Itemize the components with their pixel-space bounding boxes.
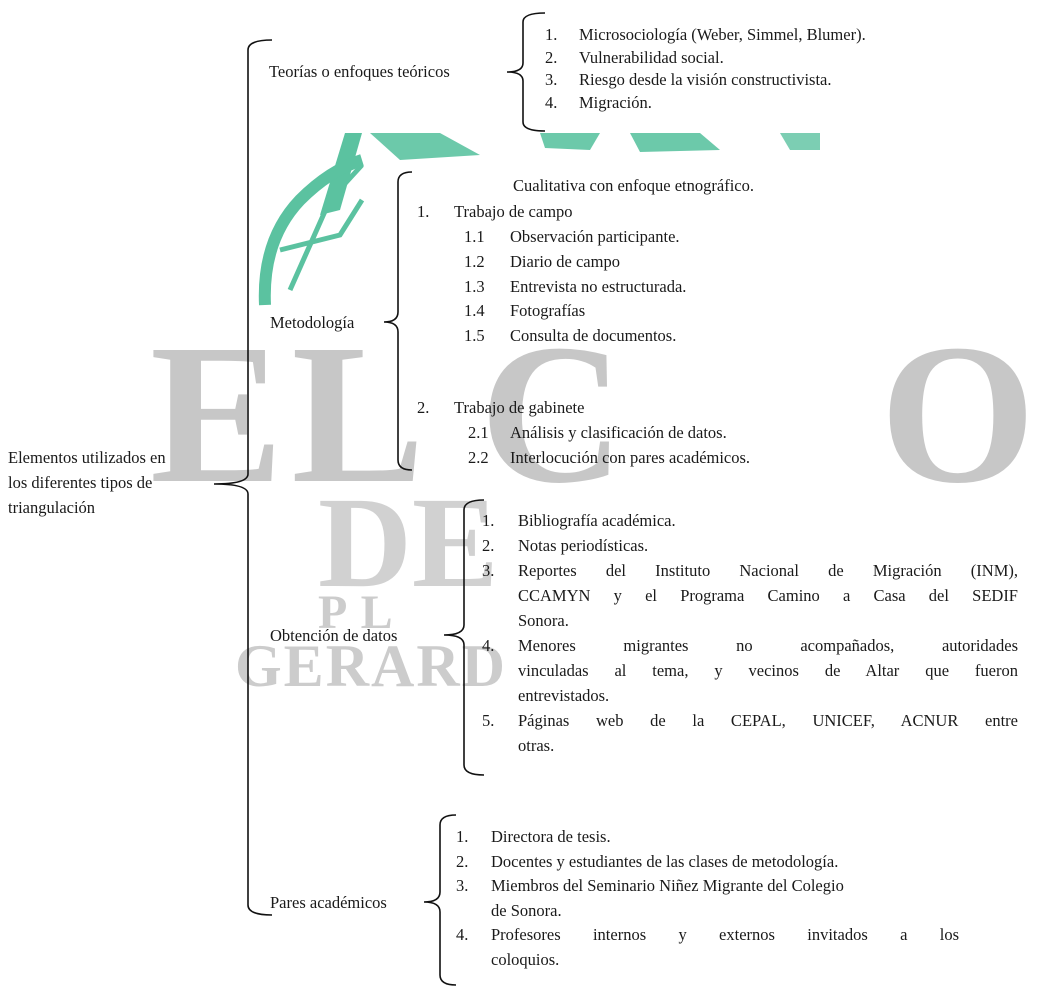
item-text: Diario de campo bbox=[510, 251, 620, 271]
root-bracket bbox=[213, 39, 273, 916]
metodologia-header: Cualitativa con enfoque etnográfico. bbox=[513, 176, 754, 195]
list-item: 4. Migración. bbox=[545, 92, 1025, 115]
list-item: 1.3 Entrevista no estructurada. bbox=[464, 276, 864, 301]
item-text: Microsociología (Weber, Simmel, Blumer). bbox=[579, 25, 866, 44]
item-text-line: Reportes del Instituto Nacional de Migra… bbox=[518, 561, 1018, 580]
watermark-logo-arc bbox=[258, 133, 820, 306]
list-item: 4. Menores migrantes no acompañados, aut… bbox=[482, 635, 1024, 710]
list-item: 3. Miembros del Seminario Niñez Migrante… bbox=[456, 875, 956, 924]
list-item: 2. Docentes y estudiantes de las clases d… bbox=[456, 851, 956, 876]
list-item: 1.1 Observación participante. bbox=[464, 226, 864, 251]
item-text-line: Menores migrantes no acompañados, autori… bbox=[518, 636, 1018, 655]
item-text-line: entrevistados. bbox=[518, 686, 610, 705]
root-label-line-1: Elementos utilizados en bbox=[8, 448, 166, 467]
gabinete-list: 2.1 Análisis y clasificación de datos. 2.… bbox=[468, 422, 868, 471]
teorias-list: 1. Microsociología (Weber, Simmel, Blumer… bbox=[545, 24, 1025, 114]
list-item: 4. Profesores internos y externos invita… bbox=[456, 924, 959, 973]
metodologia-label: Metodología bbox=[270, 313, 355, 332]
teorias-label: Teorías o enfoques teóricos bbox=[269, 62, 450, 81]
item-text-line: otras. bbox=[518, 736, 555, 755]
item-number: 3. bbox=[456, 876, 469, 895]
item-text-line: Profesores internos y externos invitados… bbox=[491, 925, 959, 944]
gabinete-number: 2. bbox=[417, 398, 430, 417]
item-text-line: Miembros del Seminario Niñez Migrante de… bbox=[491, 876, 844, 895]
list-item: 1.4 Fotografías bbox=[464, 300, 864, 325]
obtencion-bracket bbox=[443, 499, 485, 776]
campo-list: 1.1 Observación participante. 1.2 Diario d… bbox=[464, 226, 864, 350]
list-item: 1. Bibliografía académica. bbox=[482, 510, 1024, 535]
item-text-line: Sonora. bbox=[518, 611, 569, 630]
metodologia-bracket bbox=[383, 171, 413, 471]
item-number: 5. bbox=[482, 711, 495, 730]
item-number: 1. bbox=[456, 827, 469, 846]
list-item: 2.2 Interlocución con pares académicos. bbox=[468, 447, 868, 472]
pares-bracket bbox=[423, 814, 457, 986]
item-text: Interlocución con pares académicos. bbox=[510, 447, 751, 467]
gabinete-label: Trabajo de gabinete bbox=[454, 398, 585, 417]
item-number: 3. bbox=[482, 561, 495, 580]
item-text-line: vinculadas al tema, y vecinos de Altar q… bbox=[518, 661, 1018, 680]
item-text: Consulta de documentos. bbox=[510, 326, 677, 346]
item-text: Vulnerabilidad social. bbox=[579, 47, 724, 67]
item-number: 1. bbox=[482, 511, 495, 530]
item-number: 1.1 bbox=[464, 227, 485, 246]
item-text: Bibliografía académica. bbox=[518, 511, 676, 530]
list-item: 3. Reportes del Instituto Nacional de Mi… bbox=[482, 560, 1024, 635]
item-text-line: CCAMYN y el Programa Camino a Casa del S… bbox=[518, 586, 1018, 605]
list-item: 3. Riesgo desde la visión constructivista… bbox=[545, 69, 1025, 92]
item-number: 2.1 bbox=[468, 423, 489, 442]
item-number: 2. bbox=[456, 851, 469, 871]
item-number: 4. bbox=[482, 636, 495, 655]
item-number: 2. bbox=[482, 536, 495, 555]
item-text: Docentes y estudiantes de las clases de … bbox=[491, 851, 839, 871]
item-number: 1. bbox=[545, 25, 558, 44]
list-item: 1. Directora de tesis. bbox=[456, 826, 956, 851]
item-text: Notas periodísticas. bbox=[518, 536, 649, 555]
item-text: Riesgo desde la visión constructivista. bbox=[579, 70, 832, 89]
item-number: 1.3 bbox=[464, 276, 485, 296]
item-number: 4. bbox=[456, 925, 469, 944]
item-number: 1.2 bbox=[464, 251, 485, 271]
item-number: 1.4 bbox=[464, 301, 485, 321]
list-item: 1. Microsociología (Weber, Simmel, Blumer… bbox=[545, 24, 1025, 47]
item-text-line: de Sonora. bbox=[491, 900, 562, 920]
list-item: 1.2 Diario de campo bbox=[464, 251, 864, 276]
item-text-line: Páginas web de la CEPAL, UNICEF, ACNUR e… bbox=[518, 711, 1018, 730]
list-item: 2. Notas periodísticas. bbox=[482, 535, 1024, 560]
pares-label: Pares académicos bbox=[270, 893, 387, 912]
item-text: Directora de tesis. bbox=[491, 827, 611, 846]
item-number: 1.5 bbox=[464, 326, 485, 346]
campo-label: Trabajo de campo bbox=[454, 202, 573, 221]
item-text: Análisis y clasificación de datos. bbox=[510, 423, 727, 442]
pares-list: 1. Directora de tesis. 2. Docentes y estud… bbox=[456, 826, 959, 973]
item-text: Migración. bbox=[579, 92, 652, 112]
item-number: 2.2 bbox=[468, 447, 489, 467]
obtencion-label: Obtención de datos bbox=[270, 626, 398, 645]
list-item: 1.5 Consulta de documentos. bbox=[464, 325, 864, 350]
list-item: 2.1 Análisis y clasificación de datos. bbox=[468, 422, 868, 447]
root-label-line-3: triangulación bbox=[8, 498, 96, 517]
item-number: 2. bbox=[545, 47, 558, 67]
item-number: 3. bbox=[545, 70, 558, 89]
list-item: 2. Vulnerabilidad social. bbox=[545, 47, 1025, 70]
campo-number: 1. bbox=[417, 202, 430, 221]
item-text: Entrevista no estructurada. bbox=[510, 276, 687, 296]
item-text: Fotografías bbox=[510, 301, 586, 321]
item-number: 4. bbox=[545, 92, 558, 112]
item-text-line: coloquios. bbox=[491, 949, 560, 969]
teorias-bracket bbox=[506, 12, 546, 132]
obtencion-list: 1. Bibliografía académica. 2. Notas period… bbox=[482, 510, 1024, 760]
item-text: Observación participante. bbox=[510, 227, 680, 246]
root-label-line-2: los diferentes tipos de bbox=[8, 473, 153, 492]
list-item: 5. Páginas web de la CEPAL, UNICEF, ACNU… bbox=[482, 710, 1024, 760]
